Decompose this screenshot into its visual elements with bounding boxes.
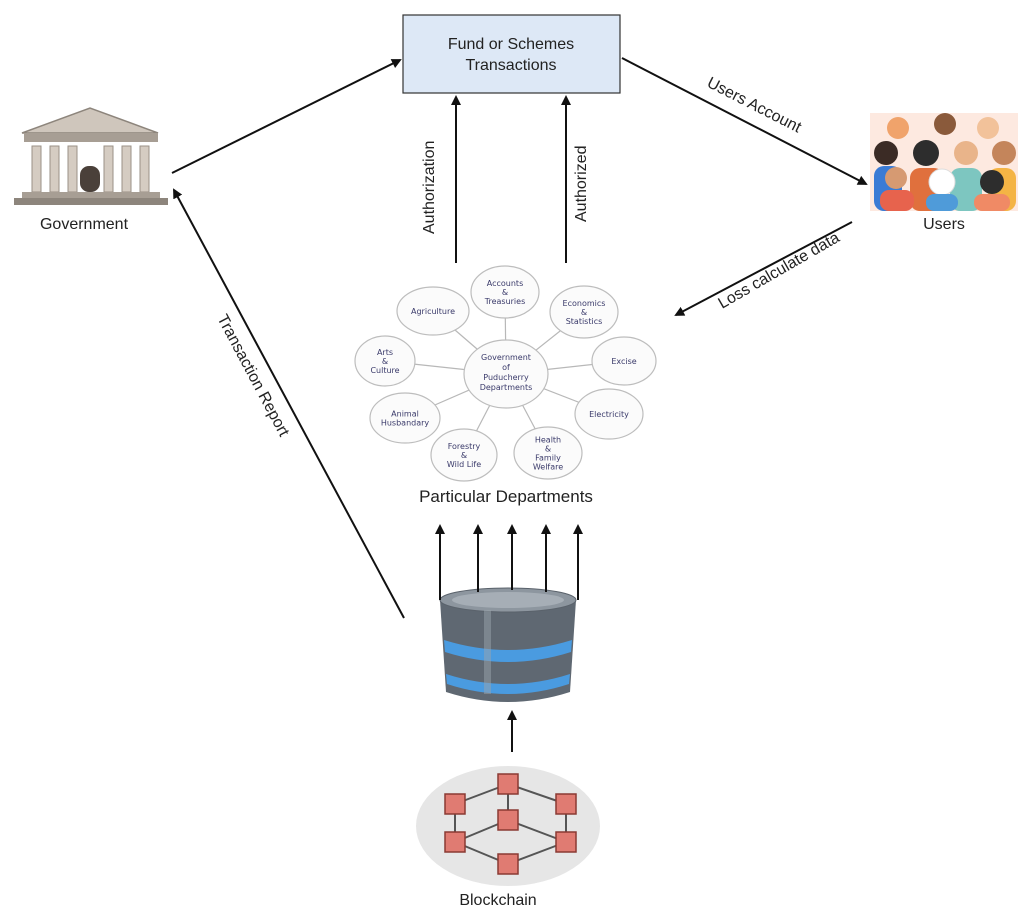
department-label: Arts&Culture <box>370 348 399 375</box>
department-label: Accounts&Treasuries <box>484 279 526 306</box>
department-bubble: Accounts&Treasuries <box>470 265 540 319</box>
department-bubble: Economics&Statistics <box>549 285 619 339</box>
fund-box-line2: Transactions <box>466 57 557 74</box>
government-to-fund-arrow <box>171 59 402 174</box>
department-label: Agriculture <box>411 307 455 316</box>
fund-transactions-node: Fund or Schemes Transactions <box>402 14 621 94</box>
users-node: Users <box>870 113 1018 233</box>
government-label: Government <box>40 216 129 233</box>
database-to-government-arrow <box>173 188 405 619</box>
government-node: Government <box>14 107 168 233</box>
department-bubble: Agriculture <box>396 286 470 336</box>
department-bubble: Arts&Culture <box>354 335 416 387</box>
users-crowd-icon <box>870 113 1018 211</box>
department-label: Excise <box>611 357 636 366</box>
users-to-departments-arrow <box>674 221 853 316</box>
department-bubble: Forestry&Wild Life <box>430 428 498 482</box>
department-label: Forestry&Wild Life <box>447 442 481 469</box>
department-bubble: Electricity <box>574 388 644 440</box>
database-node <box>439 587 577 702</box>
edges <box>171 57 868 752</box>
fund-to-users-arrow <box>621 57 868 185</box>
blockchain-network-icon <box>416 766 600 886</box>
users-label: Users <box>923 216 965 233</box>
blockchain-label: Blockchain <box>459 892 536 909</box>
authorization-label: Authorization <box>421 141 438 234</box>
department-bubble: Excise <box>591 336 657 386</box>
department-label: Electricity <box>589 410 629 419</box>
department-label: Economics&Statistics <box>563 299 606 326</box>
authorized-label: Authorized <box>573 146 590 223</box>
loss-calculate-label: Loss calculate data <box>716 229 843 312</box>
fund-box-line1: Fund or Schemes <box>448 36 574 53</box>
government-building-icon <box>14 107 168 205</box>
departments-caption: Particular Departments <box>419 487 593 506</box>
database-icon <box>439 587 577 702</box>
blockchain-node: Blockchain <box>416 766 600 909</box>
transaction-report-label: Transaction Report <box>213 312 292 440</box>
